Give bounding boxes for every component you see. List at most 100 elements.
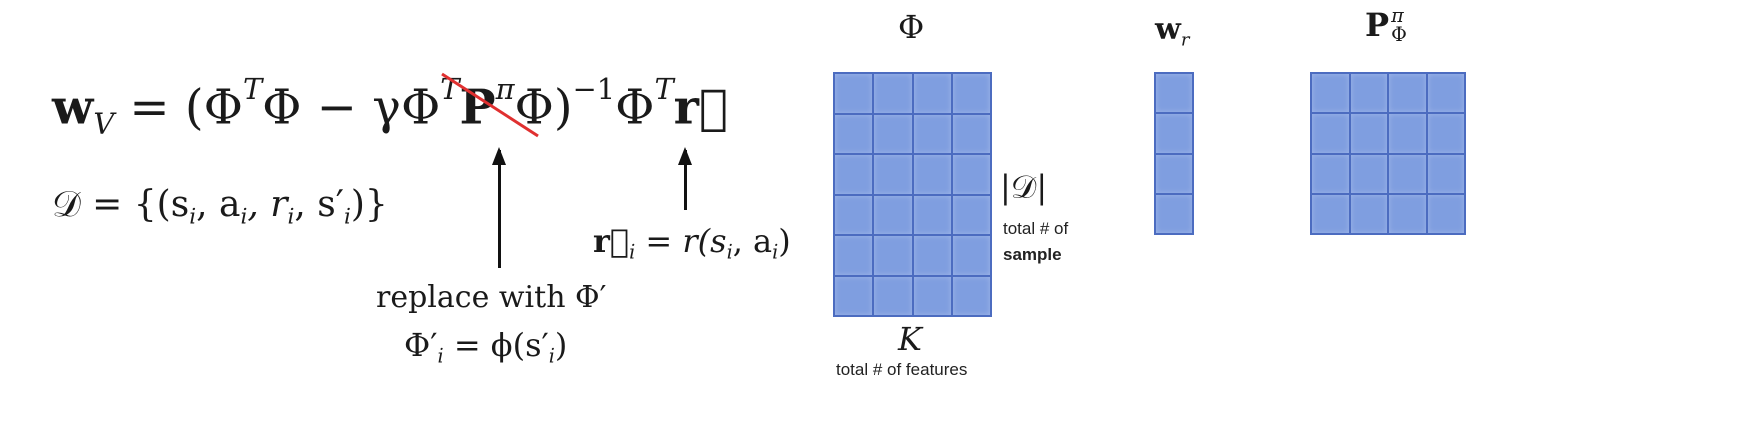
reward-sub-2: i [772, 240, 779, 264]
w-label: w [1155, 12, 1181, 47]
reward-definition: r⃗i = r(si, ai) [593, 222, 791, 264]
phi-row-note: total # of [1003, 219, 1069, 238]
phi-prime-definition: Φ′i = ϕ(s′i) [404, 326, 567, 368]
p-matrix-cell [1426, 153, 1465, 194]
strike-through-line [441, 72, 539, 138]
p-label-sup: π [1391, 4, 1404, 27]
p-matrix-cell [1311, 193, 1350, 234]
transpose-3: T [654, 72, 674, 106]
phi-prime-rest: = ϕ(s′ [443, 326, 549, 364]
dataset-a: , a [196, 184, 241, 225]
phi-matrix-cell [951, 275, 991, 316]
pi-superscript: π [495, 72, 515, 106]
w-vector [1154, 72, 1194, 235]
dataset-r: , r [247, 184, 288, 225]
p-matrix-cell [1426, 193, 1465, 234]
p-matrix-cell [1311, 113, 1350, 154]
phi-matrix-label: Φ [898, 8, 925, 46]
p-matrix [1310, 72, 1466, 235]
phi-matrix-cell [912, 275, 952, 316]
dataset-definition: 𝒟 = {(si, ai, ri, s′i)} [52, 184, 388, 230]
dataset-sub-1: i [189, 204, 197, 230]
phi-matrix-cell [834, 113, 874, 154]
phi-matrix [833, 72, 992, 317]
dataset-s-prime: , s′ [294, 184, 344, 225]
dataset-text: 𝒟 = {(s [52, 184, 190, 225]
r-vector: r⃗ [673, 79, 728, 136]
arrow-to-strike [492, 147, 506, 268]
w-vector-label: wr [1155, 12, 1189, 50]
p-matrix-cell [1349, 73, 1388, 114]
phi-matrix-cell [951, 113, 991, 154]
phi-row-label: |𝒟| [1000, 168, 1048, 206]
phi-matrix-cell [951, 235, 991, 276]
middle-term: Φ − γΦ [262, 79, 441, 136]
phi-matrix-cell [834, 154, 874, 195]
p-matrix-cell [1311, 153, 1350, 194]
p-matrix-cell [1426, 73, 1465, 114]
phi-col-note: total # of features [836, 360, 968, 379]
phi-prime-end: ) [554, 326, 568, 364]
phi-prime-sub-2: i [548, 344, 555, 368]
reward-lhs: r⃗ [593, 222, 630, 260]
transpose-1: T [242, 72, 263, 106]
arrow-to-r [678, 147, 692, 210]
phi-matrix-cell [912, 113, 952, 154]
phi-prime-sub: i [437, 344, 444, 368]
phi-matrix-cell [873, 275, 913, 316]
phi-matrix-cell [951, 73, 991, 114]
reward-end: ) [778, 222, 791, 260]
open-phi: (Φ [184, 79, 243, 136]
phi-col-label: K [898, 320, 922, 358]
p-matrix-cell [1349, 153, 1388, 194]
phi-matrix-cell [951, 154, 991, 195]
phi-prime-lhs: Φ′ [404, 326, 438, 364]
p-matrix-cell [1388, 113, 1427, 154]
p-matrix-cell [1349, 193, 1388, 234]
phi-matrix-cell [873, 194, 913, 235]
dataset-end: )} [350, 184, 388, 225]
phi-matrix-cell [951, 194, 991, 235]
phi-2: Φ [615, 79, 655, 136]
w-vector-cell [1155, 193, 1193, 234]
w-vector-cell [1155, 73, 1193, 114]
reward-rest: = r(s [635, 222, 727, 260]
w-subscript: V [93, 106, 115, 141]
phi-matrix-cell [834, 73, 874, 114]
dataset-sub-2: i [240, 204, 248, 230]
phi-matrix-cell [834, 275, 874, 316]
p-label: P [1365, 6, 1390, 44]
p-matrix-cell [1311, 73, 1350, 114]
w-label-sub: r [1180, 29, 1190, 51]
phi-matrix-cell [912, 235, 952, 276]
replace-note: replace with Φ′ [376, 280, 607, 315]
reward-a: , a [732, 222, 773, 260]
w-vector-cell [1155, 153, 1193, 194]
phi-row-note-bold: sample [1003, 245, 1062, 264]
phi-matrix-cell [834, 235, 874, 276]
dataset-sub-3: i [287, 204, 295, 230]
p-label-sub: Φ [1391, 23, 1407, 47]
close-paren: ) [553, 79, 573, 136]
p-matrix-cell [1426, 113, 1465, 154]
equals-sign: = [129, 79, 170, 136]
inverse-exponent: −1 [572, 72, 616, 106]
p-matrix-cell [1388, 153, 1427, 194]
p-matrix-cell [1349, 113, 1388, 154]
w-symbol: w [52, 79, 94, 136]
main-equation: wV = (ΦTΦ − γΦTPπΦ)−1ΦTr⃗ [52, 72, 728, 141]
phi-matrix-cell [834, 194, 874, 235]
phi-matrix-cell [873, 113, 913, 154]
p-matrix-cell [1388, 73, 1427, 114]
phi-matrix-cell [912, 73, 952, 114]
dataset-sub-4: i [343, 204, 351, 230]
phi-matrix-cell [912, 154, 952, 195]
phi-matrix-cell [873, 235, 913, 276]
phi-matrix-cell [873, 73, 913, 114]
p-matrix-cell [1388, 193, 1427, 234]
reward-lhs-sub: i [629, 240, 636, 264]
w-vector-cell [1155, 113, 1193, 154]
phi-matrix-cell [873, 154, 913, 195]
